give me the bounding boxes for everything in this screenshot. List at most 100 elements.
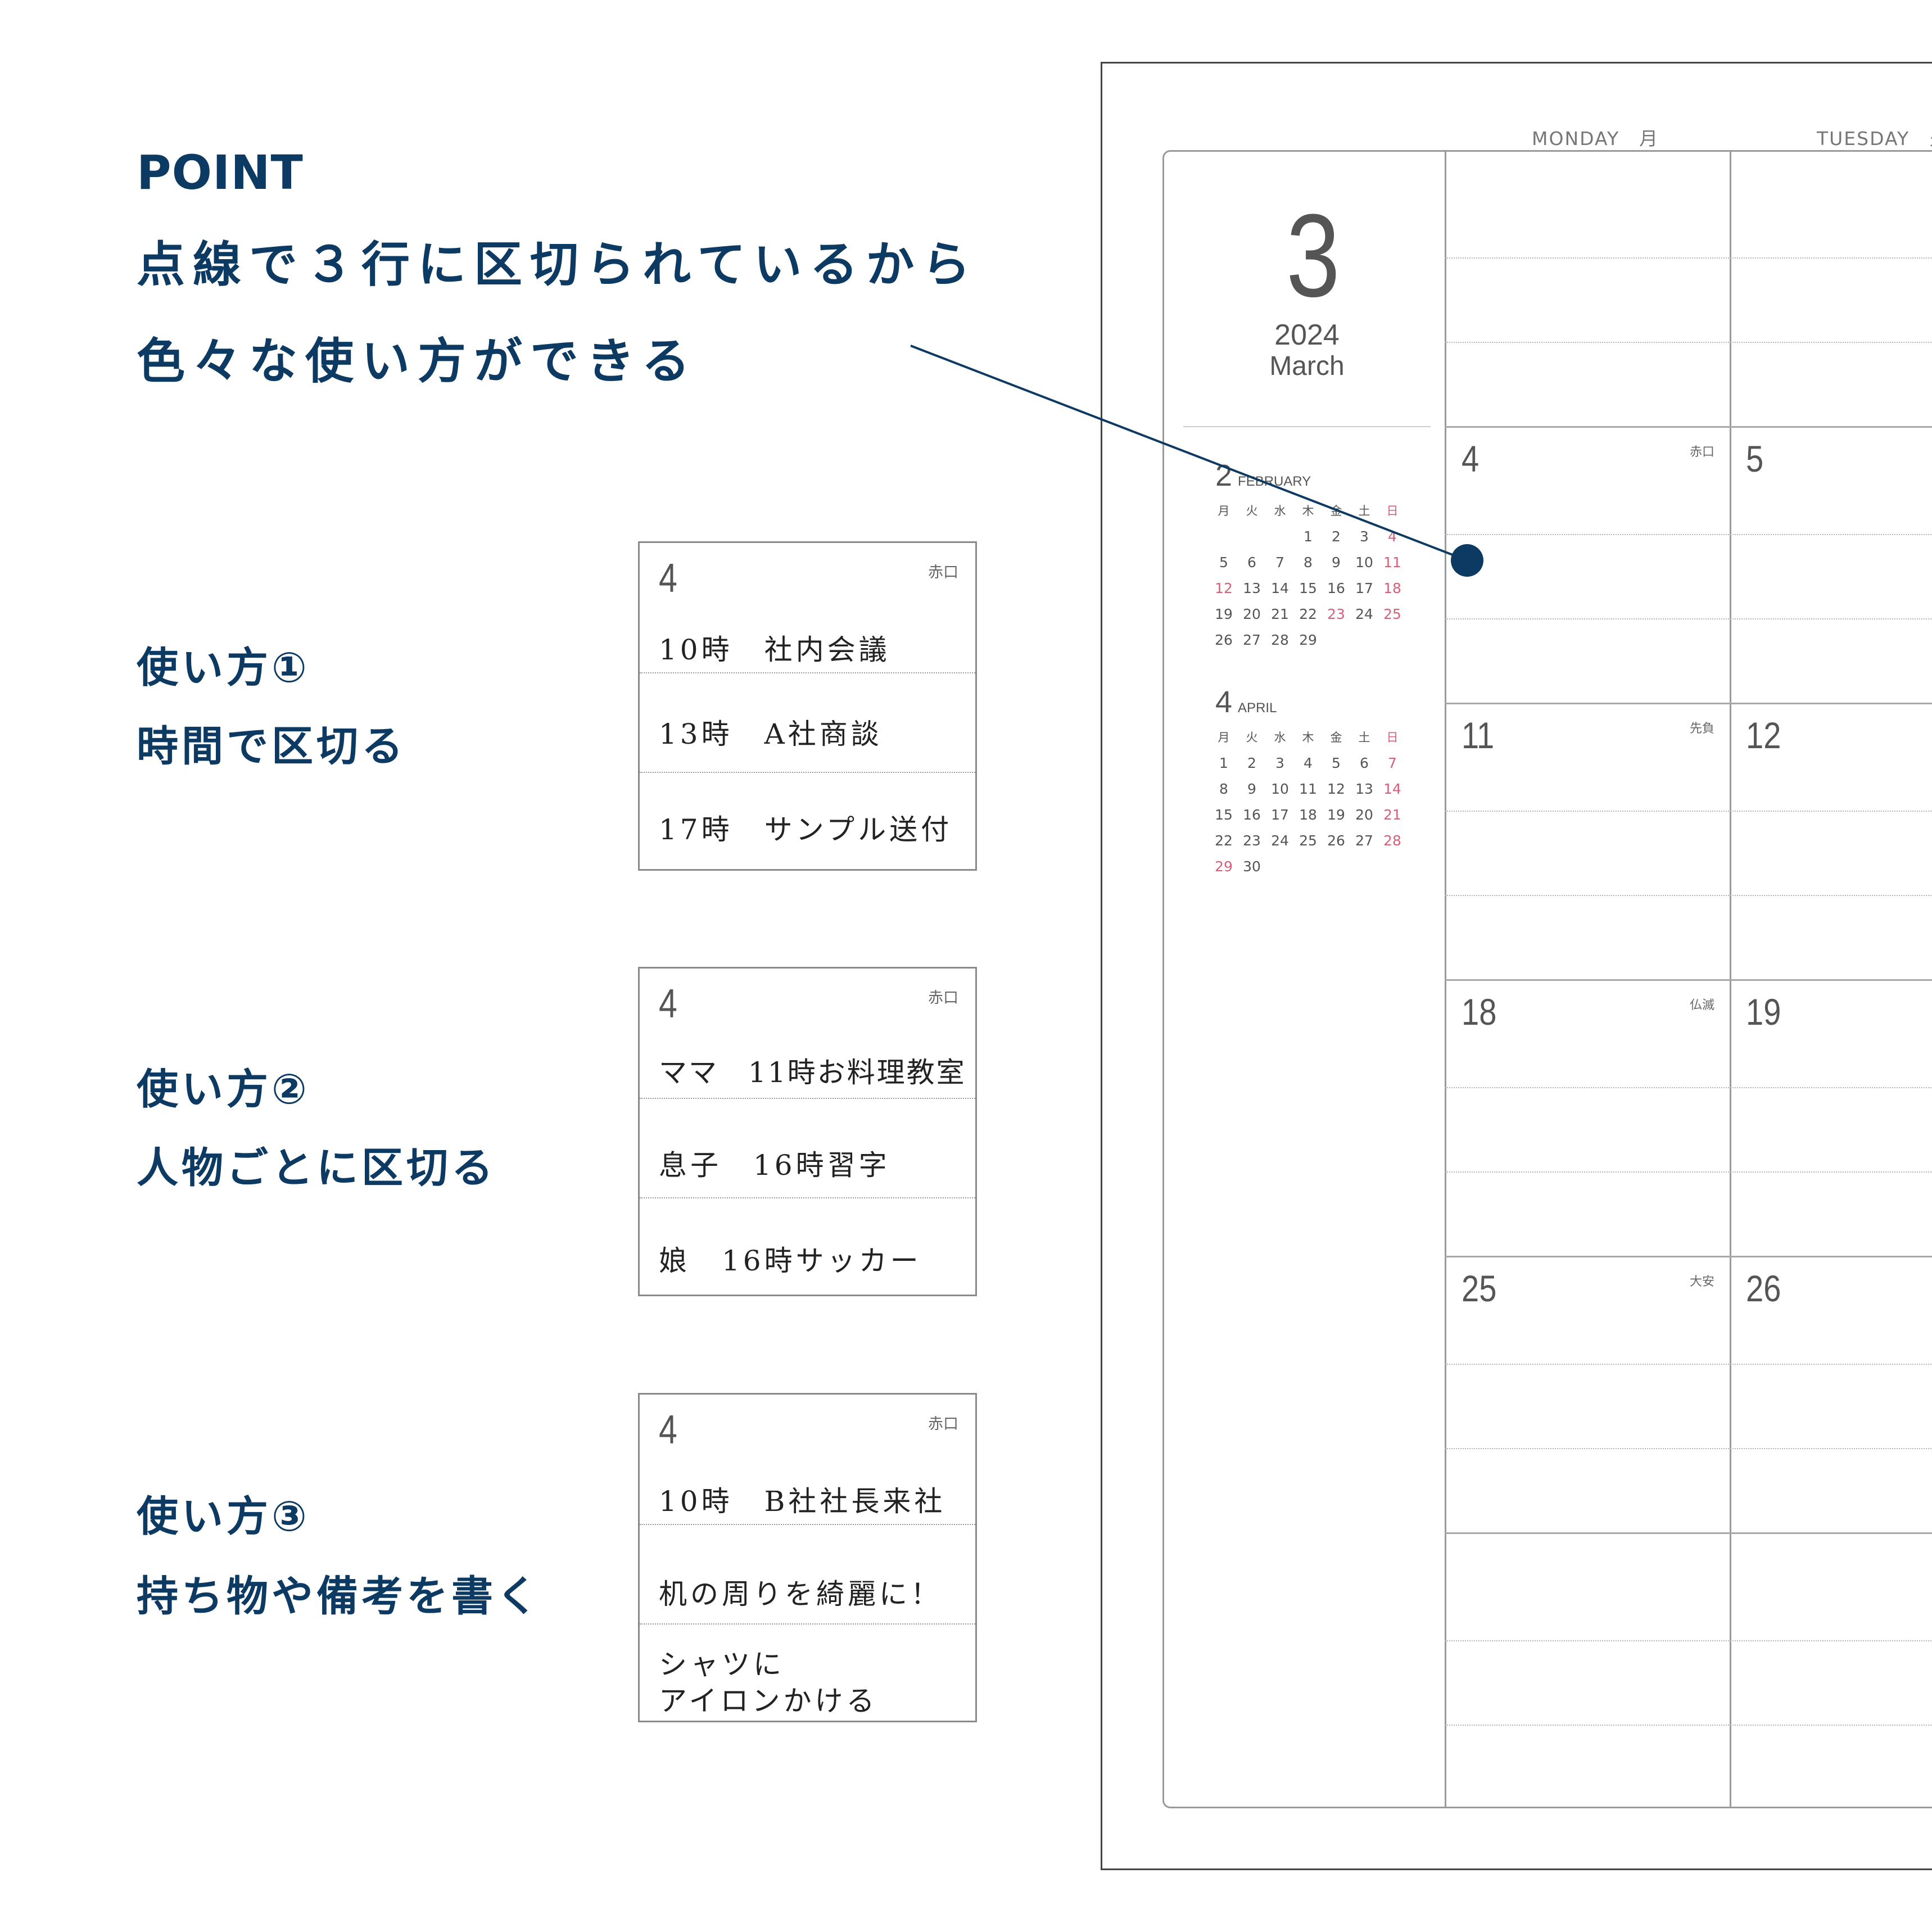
mini-calendar-day: 17 <box>1271 806 1289 823</box>
mini-calendar-day: 8 <box>1219 780 1228 797</box>
mini-calendar-day: 22 <box>1299 605 1317 622</box>
mini-calendar-header-apr: 4 APRIL <box>1215 685 1277 720</box>
date-number: 12 <box>1746 714 1781 756</box>
mini-calendar-day: 29 <box>1299 631 1317 648</box>
mini-calendar-weekday: 土 <box>1358 731 1370 744</box>
usage-2-subtitle: 人物ごとに区切る <box>137 1144 496 1192</box>
grid-row-line <box>1445 703 1932 704</box>
mini-calendar-day: 16 <box>1243 806 1261 823</box>
dotted-divider <box>640 1623 975 1625</box>
mini-calendar-weekday: 日 <box>1386 731 1399 744</box>
mini-calendar-day: 27 <box>1355 832 1373 849</box>
mini-calendar-day: 21 <box>1383 806 1401 823</box>
mini-calendar-day: 17 <box>1355 580 1373 596</box>
mini-calendar-day: 10 <box>1355 554 1373 571</box>
example-entry: 娘 16時サッカー <box>659 1245 922 1277</box>
mini-calendar-day: 13 <box>1243 580 1261 596</box>
mini-calendar-day: 19 <box>1327 806 1345 823</box>
pointer-line-stroke <box>910 345 1468 562</box>
mini-calendar-weekday: 金 <box>1330 731 1342 744</box>
mini-calendar-month-number: 4 <box>1215 685 1233 719</box>
mini-calendar-day: 23 <box>1243 832 1261 849</box>
planner-page <box>1101 62 1932 1870</box>
mini-calendar-day: 1 <box>1219 754 1228 771</box>
mini-calendar-weekday: 水 <box>1274 731 1286 744</box>
rokuyo-label: 赤口 <box>1690 445 1715 459</box>
dotted-row-line <box>1445 1171 1932 1173</box>
example-date-number: 4 <box>659 981 677 1026</box>
mini-calendar-day: 15 <box>1299 580 1317 596</box>
rokuyo-label: 先負 <box>1690 722 1715 736</box>
headline-line-2: 色々な使い方ができる <box>137 333 698 390</box>
current-month-name: March <box>1269 351 1345 381</box>
mini-calendar-day: 28 <box>1383 832 1401 849</box>
mini-calendar-day: 6 <box>1247 554 1256 571</box>
mini-calendar-february: 月火水木金土日123456789101112131415161718192021… <box>1210 497 1406 653</box>
dotted-divider <box>640 1524 975 1525</box>
mini-calendar-day: 18 <box>1383 580 1401 596</box>
mini-calendar-day: 10 <box>1271 780 1289 797</box>
mini-calendar-day: 13 <box>1355 780 1373 797</box>
month-panel-divider <box>1183 426 1431 427</box>
mini-calendar-day: 24 <box>1271 832 1289 849</box>
date-number: 5 <box>1746 438 1764 479</box>
mini-calendar-day: 14 <box>1383 780 1401 797</box>
example-entry: アイロンかける <box>659 1685 878 1717</box>
pointer-dot <box>1451 544 1483 577</box>
mini-calendar-day: 8 <box>1304 554 1313 571</box>
dotted-row-line <box>1445 1087 1932 1088</box>
date-number: 26 <box>1746 1268 1781 1309</box>
mini-calendar-day: 16 <box>1327 580 1345 596</box>
mini-calendar-day: 6 <box>1360 754 1369 771</box>
dotted-row-line <box>1445 1448 1932 1449</box>
mini-calendar-day: 12 <box>1215 580 1233 596</box>
example-rokuyo: 赤口 <box>928 564 958 581</box>
mini-calendar-day: 12 <box>1327 780 1345 797</box>
usage-2-title: 使い方② <box>137 1065 310 1114</box>
dotted-row-line <box>1445 895 1932 896</box>
date-number: 18 <box>1462 991 1497 1033</box>
mini-calendar-day: 24 <box>1355 605 1373 622</box>
headline-line-1: 点線で３行に区切られているから <box>137 237 979 293</box>
example-day-box-3: 4 赤口 10時 B社社長来社 机の周りを綺麗に！ シャツに アイロンかける <box>638 1393 977 1722</box>
dotted-row-line <box>1445 1364 1932 1365</box>
dotted-divider <box>640 1098 975 1099</box>
mini-calendar-month-name: APRIL <box>1238 700 1277 716</box>
date-number: 19 <box>1746 991 1781 1033</box>
dotted-row-line <box>1445 534 1932 535</box>
mini-calendar-weekday: 月 <box>1218 504 1230 518</box>
grid-row-line <box>1445 426 1932 428</box>
dotted-row-line <box>1445 257 1932 259</box>
dotted-divider <box>640 772 975 773</box>
current-year: 2024 <box>1274 319 1340 351</box>
mini-calendar-weekday: 水 <box>1274 504 1286 518</box>
mini-calendar-day: 29 <box>1215 858 1233 875</box>
mini-calendar-day: 1 <box>1304 528 1313 545</box>
example-rokuyo: 赤口 <box>928 1415 958 1433</box>
mini-calendar-day: 20 <box>1355 806 1373 823</box>
example-entry: 10時 社内会議 <box>659 634 890 666</box>
mini-calendar-day: 7 <box>1388 754 1397 771</box>
mini-calendar-day: 18 <box>1299 806 1317 823</box>
dotted-row-line <box>1445 342 1932 343</box>
mini-calendar-day: 30 <box>1243 858 1261 875</box>
mini-calendar-day: 25 <box>1299 832 1317 849</box>
date-number: 11 <box>1462 714 1495 756</box>
mini-calendar-day: 22 <box>1215 832 1233 849</box>
usage-3-title: 使い方③ <box>137 1492 310 1541</box>
example-entry: ママ 11時お料理教室 <box>659 1056 966 1089</box>
example-entry: 机の周りを綺麗に！ <box>659 1578 942 1610</box>
mini-calendar-day: 25 <box>1383 605 1401 622</box>
example-day-box-1: 4 赤口 10時 社内会議 13時 A社商談 17時 サンプル送付 <box>638 541 977 871</box>
grid-row-line <box>1445 1256 1932 1257</box>
rokuyo-label: 大安 <box>1690 1275 1715 1289</box>
usage-3-subtitle: 持ち物や備考を書く <box>137 1572 541 1621</box>
dotted-row-line <box>1445 811 1932 812</box>
dotted-divider <box>640 672 975 673</box>
mini-calendar-day: 3 <box>1275 754 1284 771</box>
mini-calendar-weekday: 火 <box>1246 731 1258 744</box>
grid-row-line <box>1445 979 1932 981</box>
usage-1-subtitle: 時間で区切る <box>137 722 406 771</box>
